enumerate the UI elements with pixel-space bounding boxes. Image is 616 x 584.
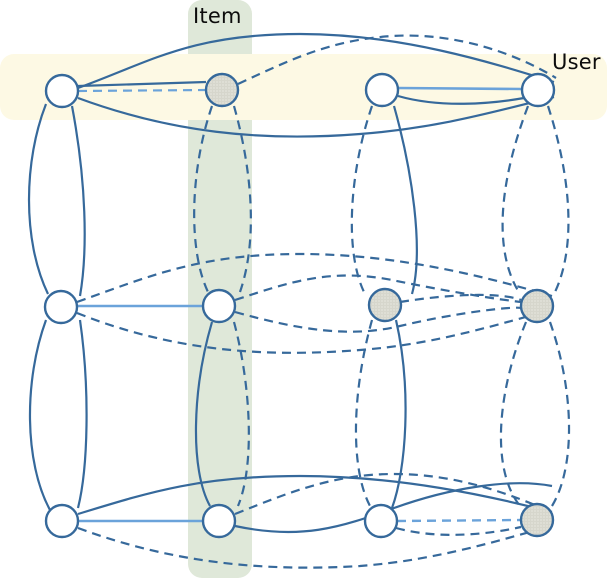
graph-edge xyxy=(237,34,557,85)
graph-edge xyxy=(399,293,522,304)
graph-edge xyxy=(77,32,555,90)
graph-edge xyxy=(234,306,523,333)
graph-node-n23[interactable] xyxy=(519,502,555,538)
graph-edge xyxy=(232,321,250,507)
graph-node-n22[interactable] xyxy=(363,503,399,539)
graph-edge xyxy=(70,105,86,297)
graph-node-n21[interactable] xyxy=(201,503,237,539)
graph-edge xyxy=(501,105,530,295)
graph-edge xyxy=(390,319,407,509)
graph-edge xyxy=(546,105,570,295)
graph-edge xyxy=(194,321,214,507)
item-band-label: Item xyxy=(193,4,242,28)
user-band xyxy=(0,54,607,120)
nodes-layer xyxy=(43,72,556,539)
graph-edge xyxy=(76,319,88,509)
graph-edge xyxy=(234,274,523,304)
graph-edge xyxy=(232,105,252,293)
graph-edge xyxy=(77,524,553,569)
graph-edge xyxy=(234,472,553,516)
edges-layer xyxy=(27,32,571,569)
graph-node-n03[interactable] xyxy=(520,72,556,108)
graph-edge xyxy=(354,319,374,507)
graph-edge xyxy=(27,103,49,295)
graph-edge xyxy=(76,308,553,354)
graph-edge xyxy=(397,86,523,91)
graph-edge xyxy=(77,80,207,88)
graph-node-n00[interactable] xyxy=(44,73,80,109)
graph-node-n11[interactable] xyxy=(201,288,237,324)
graph-edge xyxy=(77,474,553,516)
graph-edge xyxy=(499,321,528,507)
graph-node-n01[interactable] xyxy=(204,72,240,108)
graph-edge xyxy=(193,105,214,293)
graph-edge xyxy=(395,525,522,536)
graph-node-n13[interactable] xyxy=(519,288,555,324)
graph-edge xyxy=(234,482,553,534)
graph-edge xyxy=(28,319,51,511)
graph-edge xyxy=(77,95,555,138)
graph-edge xyxy=(397,94,525,105)
graph-node-n12[interactable] xyxy=(367,287,403,323)
graph-edge xyxy=(548,321,571,507)
graph-edge xyxy=(392,105,418,295)
graph-node-n10[interactable] xyxy=(43,289,79,325)
graph-node-n20[interactable] xyxy=(44,503,80,539)
graph-node-n02[interactable] xyxy=(364,72,400,108)
graph-edge xyxy=(396,518,522,523)
user-band-label: User xyxy=(552,50,601,74)
graph-edge xyxy=(77,88,207,93)
graph-edge xyxy=(76,252,553,304)
